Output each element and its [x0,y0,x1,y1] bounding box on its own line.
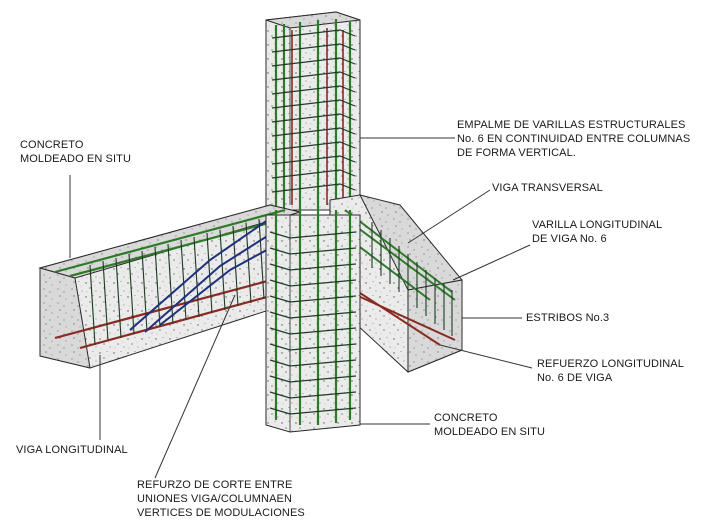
column-lower [265,214,361,433]
label-viga-transversal: VIGA TRANSVERSAL [492,181,603,195]
label-concreto-top-line1: CONCRETO [20,139,84,151]
leader-refuerzo-longitudinal [439,344,533,369]
leader-varilla-longitudinal [452,244,531,281]
label-concreto-top: CONCRETO MOLDEADO EN SITU [20,138,131,166]
label-concreto-bottom: CONCRETO MOLDEADO EN SITU [434,411,545,439]
label-concreto-top-line2: MOLDEADO EN SITU [20,153,132,165]
column-stirrups-lower [269,231,357,415]
label-viga-transversal-line1: VIGA TRANSVERSAL [492,182,603,194]
label-refuerzo-corte-line2: UNIONES VIGA/COLUMNAEN [137,493,293,505]
label-refuerzo-corte-line1: REFURZO DE CORTE ENTRE [137,479,293,491]
leader-viga-transversal [407,189,491,244]
column-vertical-rebar-lower [274,210,352,425]
label-concreto-bottom-line2: MOLDEADO EN SITU [434,426,546,438]
label-viga-longitudinal-line1: VIGA LONGITUDINAL [16,444,128,456]
label-refuerzo-corte: REFURZO DE CORTE ENTRE UNIONES VIGA/COLU… [137,478,305,520]
label-refuerzo-longitudinal-line2: No. 6 DE VIGA [537,372,613,384]
label-empalme-line2: No. 6 EN CONTINUIDAD ENTRE COLUMNAS [457,133,691,145]
transverse-beam-rebar [339,209,456,346]
label-viga-longitudinal: VIGA LONGITUDINAL [16,443,128,457]
label-empalme: EMPALME DE VARILLAS ESTRUCTURALES No. 6 … [457,118,690,160]
label-varilla-longitudinal-line2: DE VIGA No. 6 [532,233,607,245]
label-refuerzo-corte-line3: VERTICES DE MODULACIONES [137,507,305,519]
leader-refuerzo-corte [154,294,236,479]
label-empalme-line3: DE FORMA VERTICAL. [457,147,576,159]
label-varilla-longitudinal: VARILLA LONGITUDINAL DE VIGA No. 6 [532,218,662,246]
label-varilla-longitudinal-line1: VARILLA LONGITUDINAL [532,219,663,231]
label-refuerzo-longitudinal-line1: REFUERZO LONGITUDINAL [537,358,684,370]
label-refuerzo-longitudinal: REFUERZO LONGITUDINAL No. 6 DE VIGA [537,357,684,385]
label-empalme-line1: EMPALME DE VARILLAS ESTRUCTURALES [457,119,686,131]
label-estribos: ESTRIBOS No.3 [526,311,609,325]
leader-lines [69,137,533,479]
longitudinal-beam-rebar [54,208,301,350]
column-stirrups-upper [271,29,356,193]
column-upper [265,11,361,211]
label-estribos-line1: ESTRIBOS No.3 [526,312,610,324]
longitudinal-beam [38,204,302,369]
label-concreto-bottom-line1: CONCRETO [434,412,498,424]
